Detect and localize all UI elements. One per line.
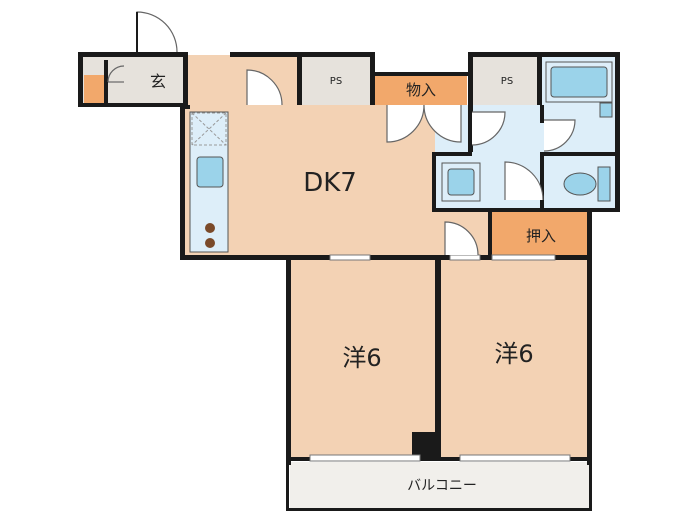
western-left-label: 洋6 (342, 344, 381, 372)
bath-faucet (599, 102, 613, 118)
bath-door-swing (543, 119, 576, 152)
closet-floor (490, 210, 590, 255)
closet-label: 押入 (526, 227, 556, 245)
shoe-cabinet (84, 75, 104, 103)
ps-right-label: PS (501, 76, 513, 87)
windows (309, 254, 571, 462)
entrance-label: 玄 (150, 72, 166, 91)
ps-right-floor (472, 55, 540, 105)
western-door-swing (444, 221, 479, 256)
western-right-label: 洋6 (494, 340, 533, 368)
storage-floor (375, 75, 467, 105)
storage-door-left (386, 104, 425, 143)
stove-burner-bottom (205, 238, 215, 248)
range-hood-box (191, 112, 227, 146)
toilet-tank (597, 166, 611, 202)
toilet-door-swing (504, 161, 544, 201)
washroom-door-swing (471, 111, 506, 146)
dk-label: DK7 (303, 168, 357, 198)
sink (196, 156, 224, 188)
hall-door-swing (246, 69, 283, 106)
toilet-bowl (563, 172, 597, 196)
balcony-label: バルコニー (407, 478, 477, 494)
stove-burner-top (205, 223, 215, 233)
storage-label: 物入 (406, 81, 436, 99)
doors (107, 11, 576, 256)
western-right-floor (438, 255, 590, 460)
western-left-floor (290, 255, 438, 460)
front-door-swing (136, 11, 178, 53)
balcony-floor (290, 462, 590, 508)
storage-door-right (423, 104, 462, 143)
ps-left-floor (300, 55, 370, 105)
ps-left-label: PS (330, 76, 342, 87)
walls (78, 52, 620, 511)
